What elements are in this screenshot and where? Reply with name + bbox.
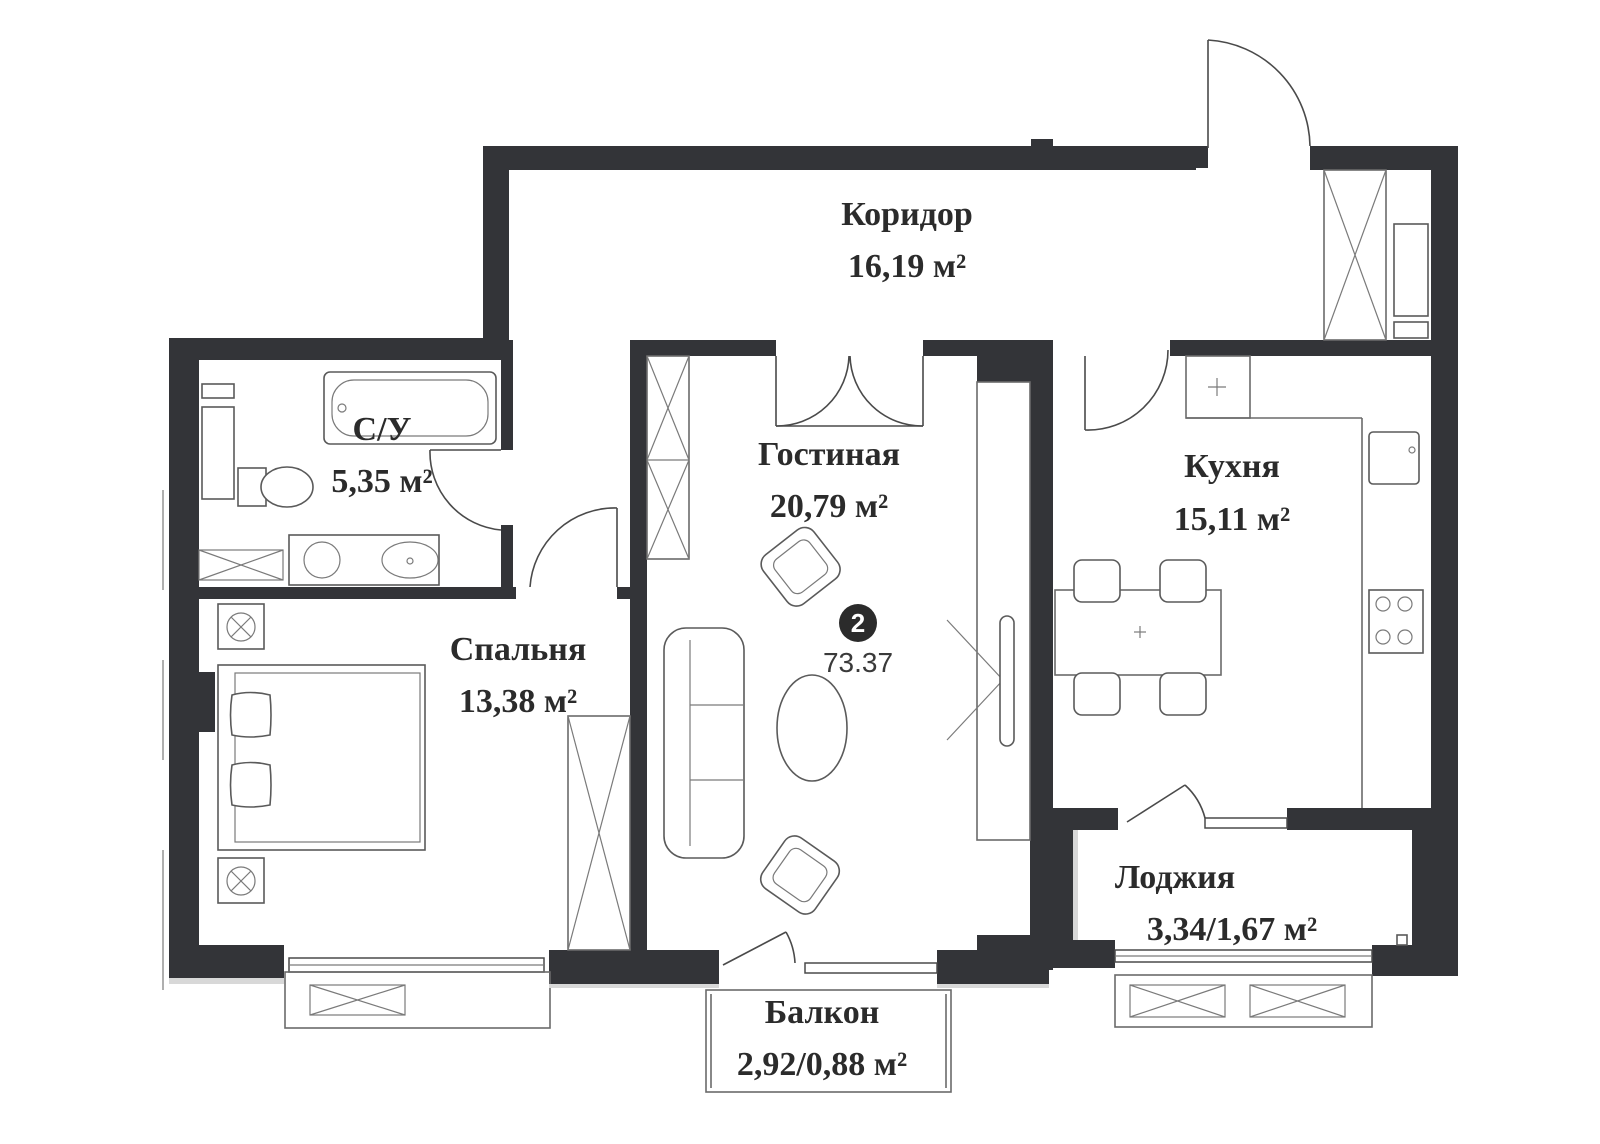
loggia-name: Лоджия xyxy=(1115,859,1235,896)
room-labels: Коридор 16,19 м² С/У 5,35 м² Гостиная 20… xyxy=(331,196,1317,1083)
bathroom-area: 5,35 м² xyxy=(331,463,432,500)
furniture xyxy=(198,169,1429,951)
living-name: Гостиная xyxy=(758,436,900,473)
rooms-count: 2 xyxy=(851,608,865,638)
corridor-name: Коридор xyxy=(841,196,973,233)
doors xyxy=(429,39,1311,966)
kitchen-area: 15,11 м² xyxy=(1174,501,1290,538)
loggia-area: 3,34/1,67 м² xyxy=(1147,911,1317,948)
apartment-badge: 2 73.37 xyxy=(823,604,893,678)
balcony-structures xyxy=(169,830,1373,1093)
windows xyxy=(162,490,1373,990)
bedroom-area: 13,38 м² xyxy=(459,683,577,720)
kitchen-name: Кухня xyxy=(1184,448,1280,485)
total-area: 73.37 xyxy=(823,647,893,678)
bathroom-name: С/У xyxy=(353,411,412,448)
corridor-area: 16,19 м² xyxy=(848,248,966,285)
walls xyxy=(169,139,1458,984)
bedroom-name: Спальня xyxy=(450,631,586,668)
balcony-name: Балкон xyxy=(765,994,880,1031)
balcony-area: 2,92/0,88 м² xyxy=(737,1046,907,1083)
living-area: 20,79 м² xyxy=(770,488,888,525)
rooms-count-badge xyxy=(839,604,877,642)
